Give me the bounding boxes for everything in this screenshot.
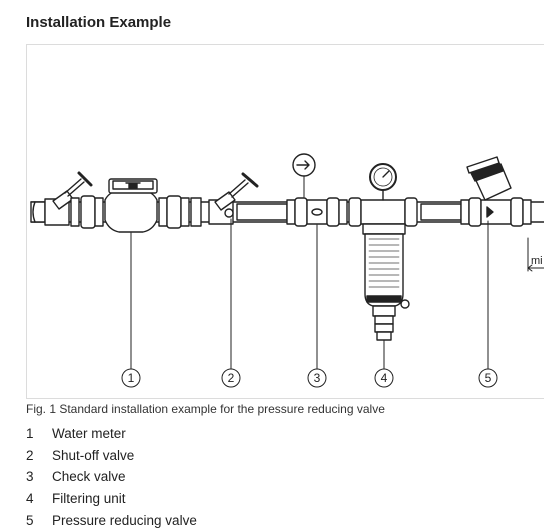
legend-label: Filtering unit (52, 491, 126, 507)
legend-item: 1 Water meter (26, 423, 197, 445)
legend-item: 4 Filtering unit (26, 488, 197, 510)
legend-label: Water meter (52, 426, 126, 442)
legend-number: 1 (26, 426, 34, 442)
legend-label: Check valve (52, 469, 126, 485)
marker-5: 5 (478, 368, 498, 388)
legend-item: 3 Check valve (26, 466, 197, 488)
marker-5-label: 5 (485, 371, 492, 385)
water-meter-assembly (44, 171, 202, 370)
check-valve-3 (286, 153, 348, 370)
page-title: Installation Example (26, 14, 172, 31)
marker-3-label: 3 (314, 371, 321, 385)
legend-item: 2 Shut-off valve (26, 445, 197, 467)
marker-1: 1 (121, 368, 141, 388)
legend-number: 4 (26, 491, 34, 507)
marker-4-label: 4 (381, 371, 388, 385)
shut-off-valve-2 (208, 172, 259, 370)
legend-item: 5 Pressure reducing valve (26, 509, 197, 531)
legend-number: 2 (26, 447, 34, 463)
legend-list: 1 Water meter 2 Shut-off valve 3 Check v… (26, 423, 197, 531)
marker-4: 4 (374, 368, 394, 388)
figure-caption: Fig. 1 Standard installation example for… (26, 402, 385, 416)
legend-label: Pressure reducing valve (52, 512, 197, 528)
marker-2-label: 2 (228, 371, 235, 385)
filtering-unit-4 (348, 163, 418, 370)
min-distance-label: mi (531, 255, 543, 267)
pressure-reducing-valve-5 (460, 156, 532, 370)
legend-label: Shut-off valve (52, 447, 135, 463)
marker-2: 2 (221, 368, 241, 388)
legend-number: 5 (26, 512, 34, 528)
legend-number: 3 (26, 469, 34, 485)
min-distance-indicator: mi (527, 237, 544, 272)
marker-3: 3 (307, 368, 327, 388)
installation-figure: mi 1 2 3 4 5 (26, 44, 544, 399)
marker-1-label: 1 (128, 371, 135, 385)
